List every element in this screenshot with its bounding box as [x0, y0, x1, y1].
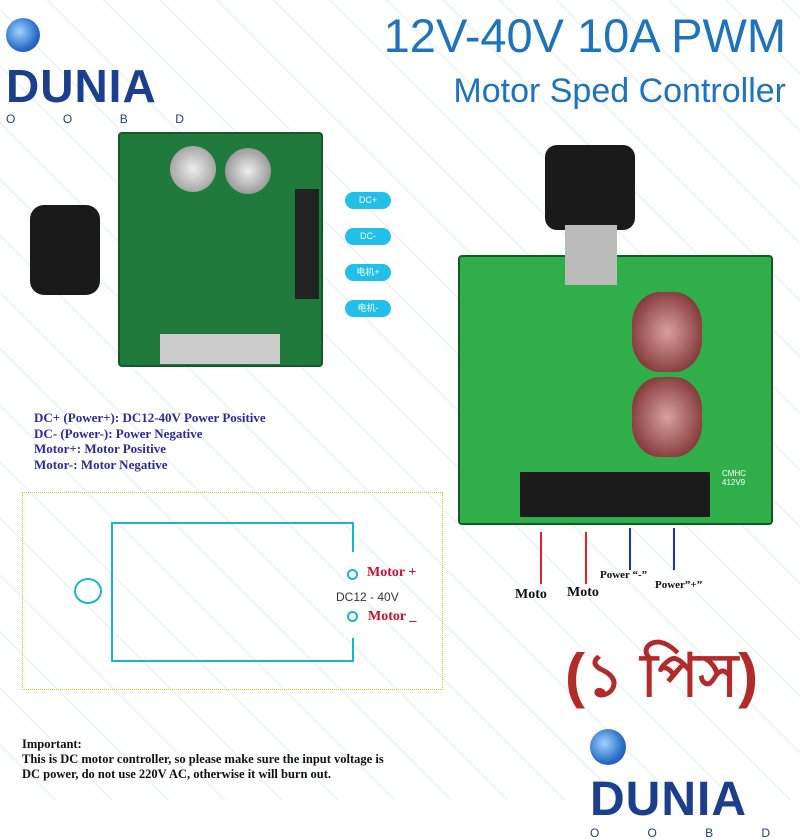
motor-plus-label: Motor + — [367, 565, 417, 580]
label-dc-minus: DC- — [345, 228, 391, 245]
title-line2: Motor Sped Controller — [453, 72, 786, 110]
label-dc-plus: DC+ — [345, 192, 391, 209]
important-note: Important:This is DC motor controller, s… — [22, 737, 384, 781]
terminal-plus — [347, 569, 358, 580]
circuit-wire — [111, 522, 354, 662]
pcb-top-view — [118, 132, 323, 367]
globe-icon — [6, 18, 40, 52]
wiring-diagram — [22, 492, 443, 690]
label-power-minus: Power “-” — [600, 569, 648, 581]
arrow-moto-2 — [585, 532, 587, 584]
motor-minus-label: Motor _ — [368, 609, 417, 624]
terminal-minus — [347, 611, 358, 622]
pcb-angle-view: CMHC 412V9 — [458, 255, 773, 525]
globe-icon — [590, 729, 626, 765]
label-power-plus: Power”+” — [655, 579, 703, 591]
arrow-moto-1 — [540, 532, 542, 584]
label-motor-minus: 电机- — [345, 300, 391, 317]
label-moto-1: Moto — [515, 587, 547, 602]
knob — [30, 205, 100, 295]
voltage-label: DC12 - 40V — [336, 590, 399, 604]
label-moto-2: Moto — [567, 585, 599, 600]
bulb-icon — [74, 578, 102, 604]
logo-word: DUNIA — [6, 60, 157, 112]
knob — [545, 145, 635, 230]
arrow-power-plus — [673, 528, 675, 570]
quantity-label: (১ পিস) — [565, 642, 759, 709]
arrow-power-minus — [629, 528, 631, 570]
label-motor-plus: 电机+ — [345, 264, 391, 281]
title-line1: 12V-40V 10A PWM — [383, 9, 786, 62]
